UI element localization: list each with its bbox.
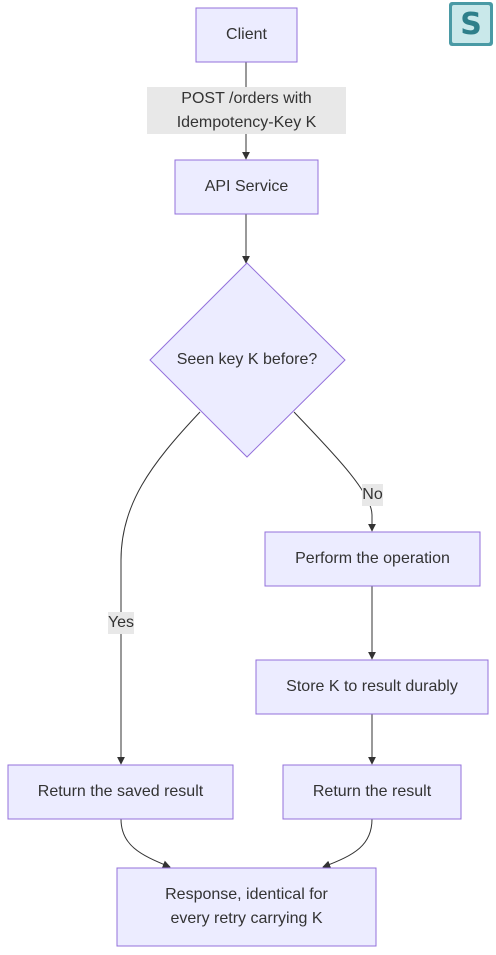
node-response xyxy=(116,867,377,947)
node-return-result-label: Return the result xyxy=(312,783,432,800)
node-perform-label: Perform the operation xyxy=(295,550,450,567)
edge-label-request: POST /orders with Idempotency-Key K xyxy=(176,89,317,131)
node-api-service xyxy=(174,159,319,215)
edge-decision-no xyxy=(293,411,376,532)
node-return-saved-label: Return the saved result xyxy=(37,783,204,800)
edge-label-yes-bg xyxy=(108,612,134,634)
edge-label-yes: Yes xyxy=(107,614,135,631)
node-store xyxy=(255,659,489,715)
node-api-service-label: API Service xyxy=(204,178,289,195)
edge-saved-to-response xyxy=(120,818,171,869)
node-perform xyxy=(264,531,481,587)
edge-label-request-bg xyxy=(147,87,346,134)
logo-icon: S xyxy=(449,2,493,46)
node-client xyxy=(195,7,298,63)
node-return-result xyxy=(282,764,462,820)
node-response-label: Response, identical for every retry carr… xyxy=(165,886,328,927)
logo-inner: S xyxy=(452,5,490,43)
node-decision-label: Seen key K before? xyxy=(176,351,318,368)
node-store-label: Store K to result durably xyxy=(286,678,458,695)
edge-decision-yes xyxy=(117,411,201,765)
logo-letter: S xyxy=(460,6,482,42)
edge-label-no: No xyxy=(362,486,383,503)
edge-label-no-bg xyxy=(362,484,383,506)
node-decision xyxy=(149,262,346,458)
node-return-saved xyxy=(7,764,234,820)
edge-result-to-response xyxy=(322,818,373,869)
node-client-label: Client xyxy=(226,26,267,43)
